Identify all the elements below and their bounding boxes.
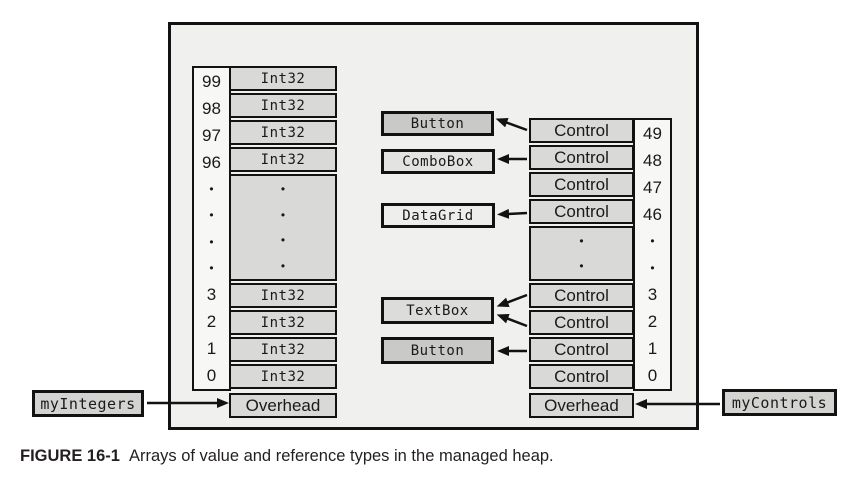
int-array-cells: Int32 Int32 Int32 Int32 • • • • Int32 In… — [229, 66, 337, 391]
array-cell: Int32 — [229, 337, 337, 362]
array-index: 3 — [206, 284, 217, 304]
heap-object-datagrid: DataGrid — [381, 203, 495, 228]
array-cell: Int32 — [229, 147, 337, 172]
pointer-label-myintegers: myIntegers — [32, 390, 144, 417]
array-index: 0 — [206, 365, 217, 385]
heap-object-button-bottom: Button — [381, 337, 494, 364]
array-cell: Control — [529, 337, 634, 362]
dot-icon: • — [579, 259, 584, 274]
dot-icon: • — [209, 260, 214, 275]
array-cell: Int32 — [229, 283, 337, 308]
dot-icon: • — [280, 259, 286, 274]
dot-icon: • — [579, 233, 584, 248]
int-array-index-column: 99 98 97 96 • • • • 3 2 1 0 — [192, 66, 231, 391]
dot-icon: • — [209, 234, 214, 249]
control-array-overhead: Overhead — [529, 393, 634, 418]
dot-icon: • — [280, 233, 286, 248]
dot-icon: • — [650, 260, 655, 275]
array-cell: Control — [529, 145, 634, 170]
array-index: 96 — [202, 152, 221, 172]
heap-object-combobox: ComboBox — [381, 149, 495, 174]
ellipsis-dots: • • — [635, 228, 670, 281]
array-index: 97 — [202, 125, 221, 145]
figure-caption-text: Arrays of value and reference types in t… — [128, 447, 554, 465]
dot-icon: • — [280, 181, 286, 196]
array-cell: Control — [529, 283, 634, 308]
array-index: 1 — [647, 338, 658, 358]
figure-caption-label: FIGURE 16-1 — [20, 447, 120, 465]
dot-icon: • — [650, 234, 655, 249]
array-cell: Int32 — [229, 364, 337, 389]
dot-icon: • — [280, 207, 286, 222]
array-cell: Int32 — [229, 310, 337, 335]
heap-object-textbox: TextBox — [381, 297, 494, 324]
ellipsis-dots: • • • • — [229, 174, 337, 281]
array-index: 49 — [643, 123, 662, 143]
array-cell: Control — [529, 172, 634, 197]
array-cell: Control — [529, 364, 634, 389]
array-index: 46 — [643, 204, 662, 224]
pointer-label-mycontrols: myControls — [722, 389, 837, 416]
array-index: 0 — [647, 365, 658, 385]
array-index: 3 — [647, 284, 658, 304]
array-index: 1 — [206, 338, 217, 358]
array-cell: Int32 — [229, 120, 337, 145]
array-index: 2 — [647, 311, 658, 331]
figure-caption: FIGURE 16-1 Arrays of value and reference… — [20, 447, 554, 466]
dot-icon: • — [209, 208, 214, 223]
ellipsis-dots: • • — [529, 226, 634, 281]
ellipsis-dots: • • • • — [194, 176, 229, 281]
control-array-cells: Control Control Control Control • • Cont… — [529, 118, 634, 391]
array-cell: Control — [529, 310, 634, 335]
array-index: 99 — [202, 71, 221, 91]
heap-object-button-top: Button — [381, 111, 494, 136]
control-array-index-column: 49 48 47 46 • • 3 2 1 0 — [633, 118, 672, 391]
array-index: 48 — [643, 150, 662, 170]
int-array-overhead: Overhead — [229, 393, 337, 418]
array-cell: Control — [529, 199, 634, 224]
array-cell: Int32 — [229, 66, 337, 91]
array-cell: Control — [529, 118, 634, 143]
array-index: 47 — [643, 177, 662, 197]
dot-icon: • — [209, 182, 214, 197]
array-index: 2 — [206, 311, 217, 331]
array-cell: Int32 — [229, 93, 337, 118]
array-index: 98 — [202, 98, 221, 118]
